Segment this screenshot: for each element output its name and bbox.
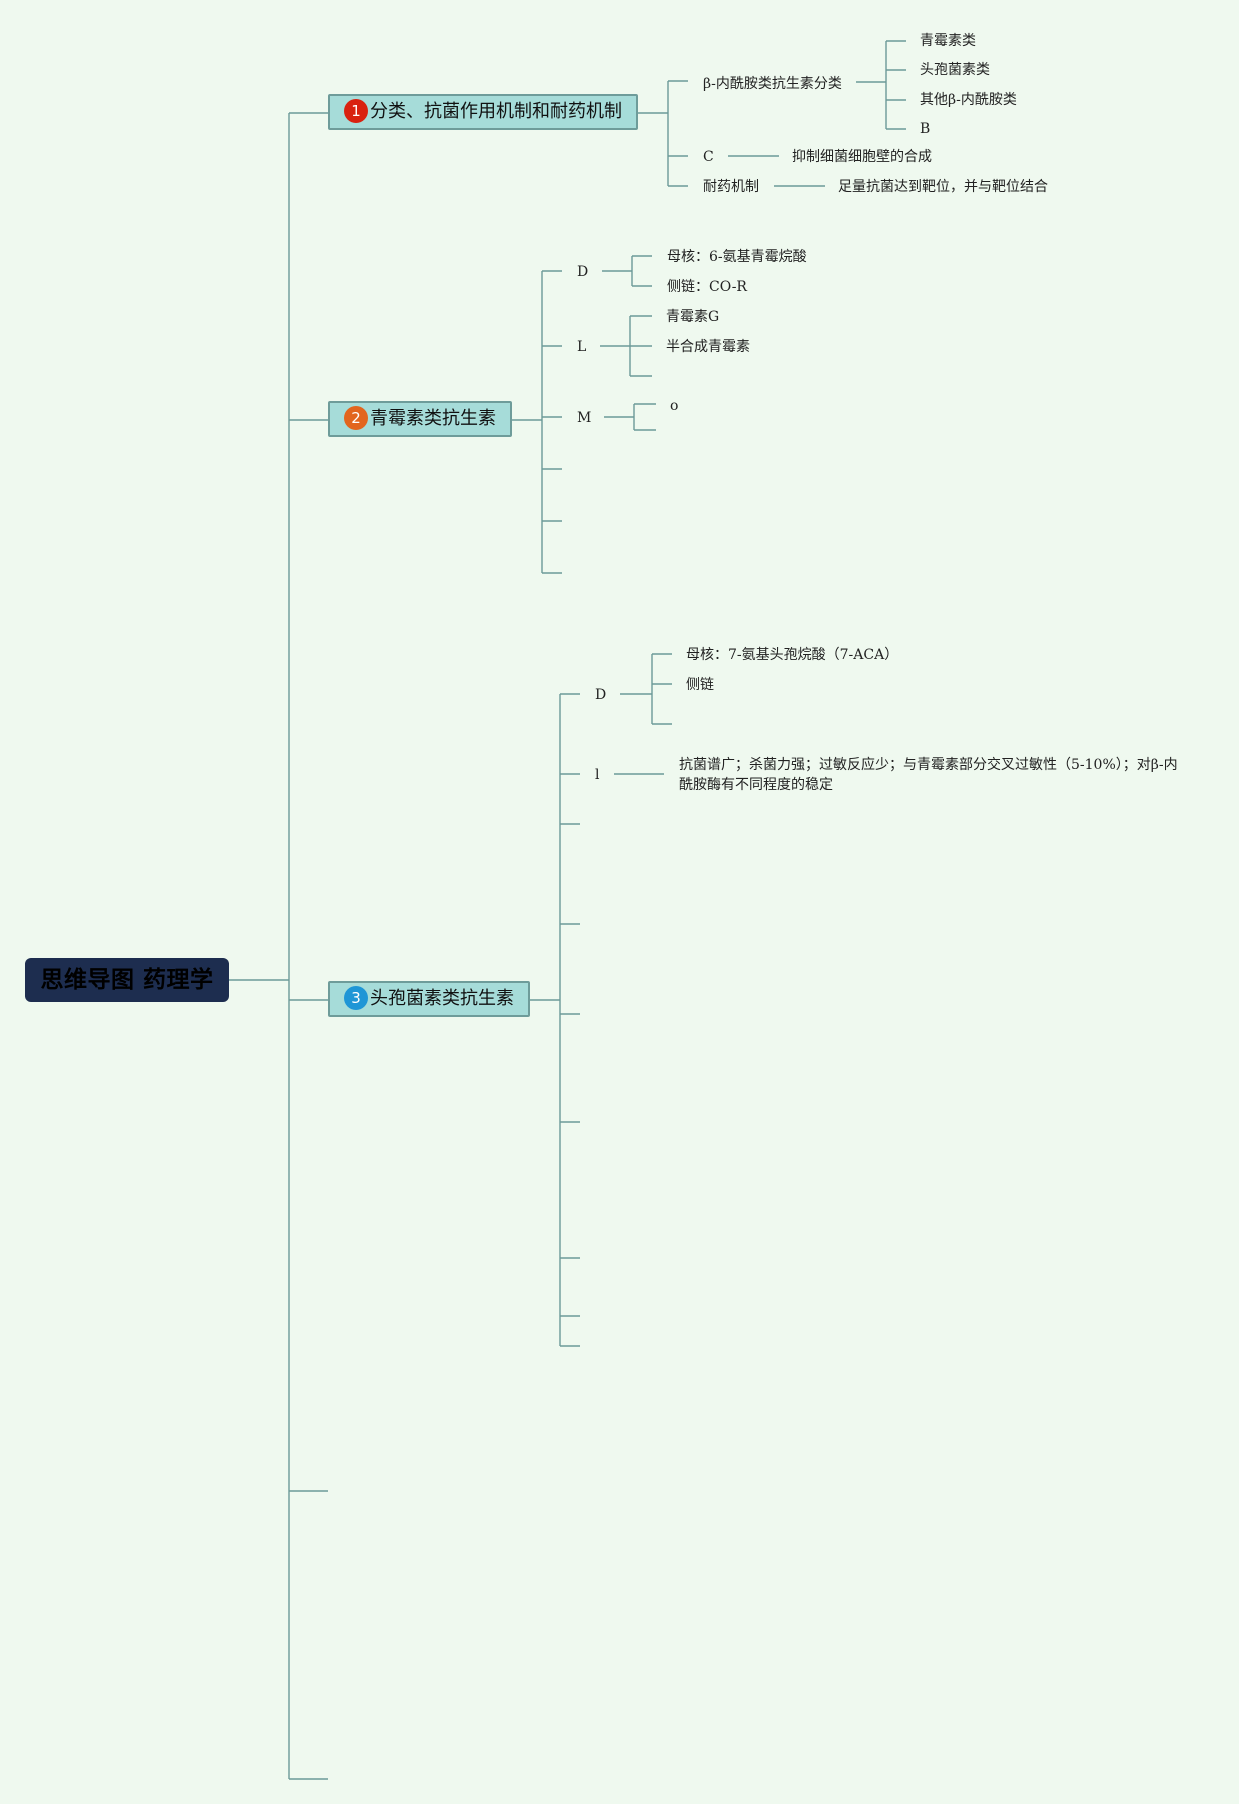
root-node[interactable]: 思维导图 药理学	[25, 958, 229, 1002]
b1-item-resistance[interactable]: 耐药机制	[703, 179, 759, 195]
number-3-badge-icon: 3	[344, 986, 368, 1010]
b1-child-other-beta-lactam[interactable]: 其他β-内酰胺类	[920, 92, 1017, 108]
b2-child-side-chain[interactable]: 侧链：CO-R	[667, 279, 747, 295]
number-1-badge-icon: 1	[344, 99, 368, 123]
b3-item-l[interactable]: l	[595, 767, 600, 783]
b1-item-beta-lactam[interactable]: β-内酰胺类抗生素分类	[703, 76, 842, 92]
b2-child-penicillin-g[interactable]: 青霉素G	[666, 309, 720, 325]
b1-child-b[interactable]: B	[920, 121, 931, 137]
root-label: 思维导图 药理学	[40, 967, 214, 993]
b1-child-penicillin[interactable]: 青霉素类	[920, 33, 976, 49]
b3-item-d[interactable]: D	[595, 687, 607, 703]
b3-child-side-chain[interactable]: 侧链	[686, 677, 714, 693]
branch-3-label: 头孢菌素类抗生素	[370, 988, 514, 1009]
b1-detail-target[interactable]: 足量抗菌达到靶位，并与靶位结合	[838, 179, 1048, 195]
b2-child-o[interactable]: o	[670, 398, 679, 414]
b2-item-l[interactable]: L	[577, 339, 587, 355]
b2-child-semisynthetic[interactable]: 半合成青霉素	[666, 339, 750, 355]
b1-child-cephalosporin[interactable]: 头孢菌素类	[920, 62, 990, 78]
branch-1-label: 分类、抗菌作用机制和耐药机制	[370, 101, 622, 122]
number-2-badge-icon: 2	[344, 406, 368, 430]
b1-detail-cell-wall[interactable]: 抑制细菌细胞壁的合成	[792, 149, 932, 165]
b3-detail-properties[interactable]: 抗菌谱广；杀菌力强；过敏反应少；与青霉素部分交叉过敏性（5-10%）；对β-内酰…	[679, 757, 1178, 793]
b1-item-c[interactable]: C	[703, 149, 714, 165]
b2-item-d[interactable]: D	[577, 264, 589, 280]
b2-child-nucleus[interactable]: 母核：6-氨基青霉烷酸	[667, 249, 807, 265]
branch-2-label: 青霉素类抗生素	[370, 408, 496, 429]
b2-item-m[interactable]: M	[577, 410, 592, 426]
b3-child-nucleus[interactable]: 母核：7-氨基头孢烷酸（7-ACA）	[686, 647, 899, 663]
